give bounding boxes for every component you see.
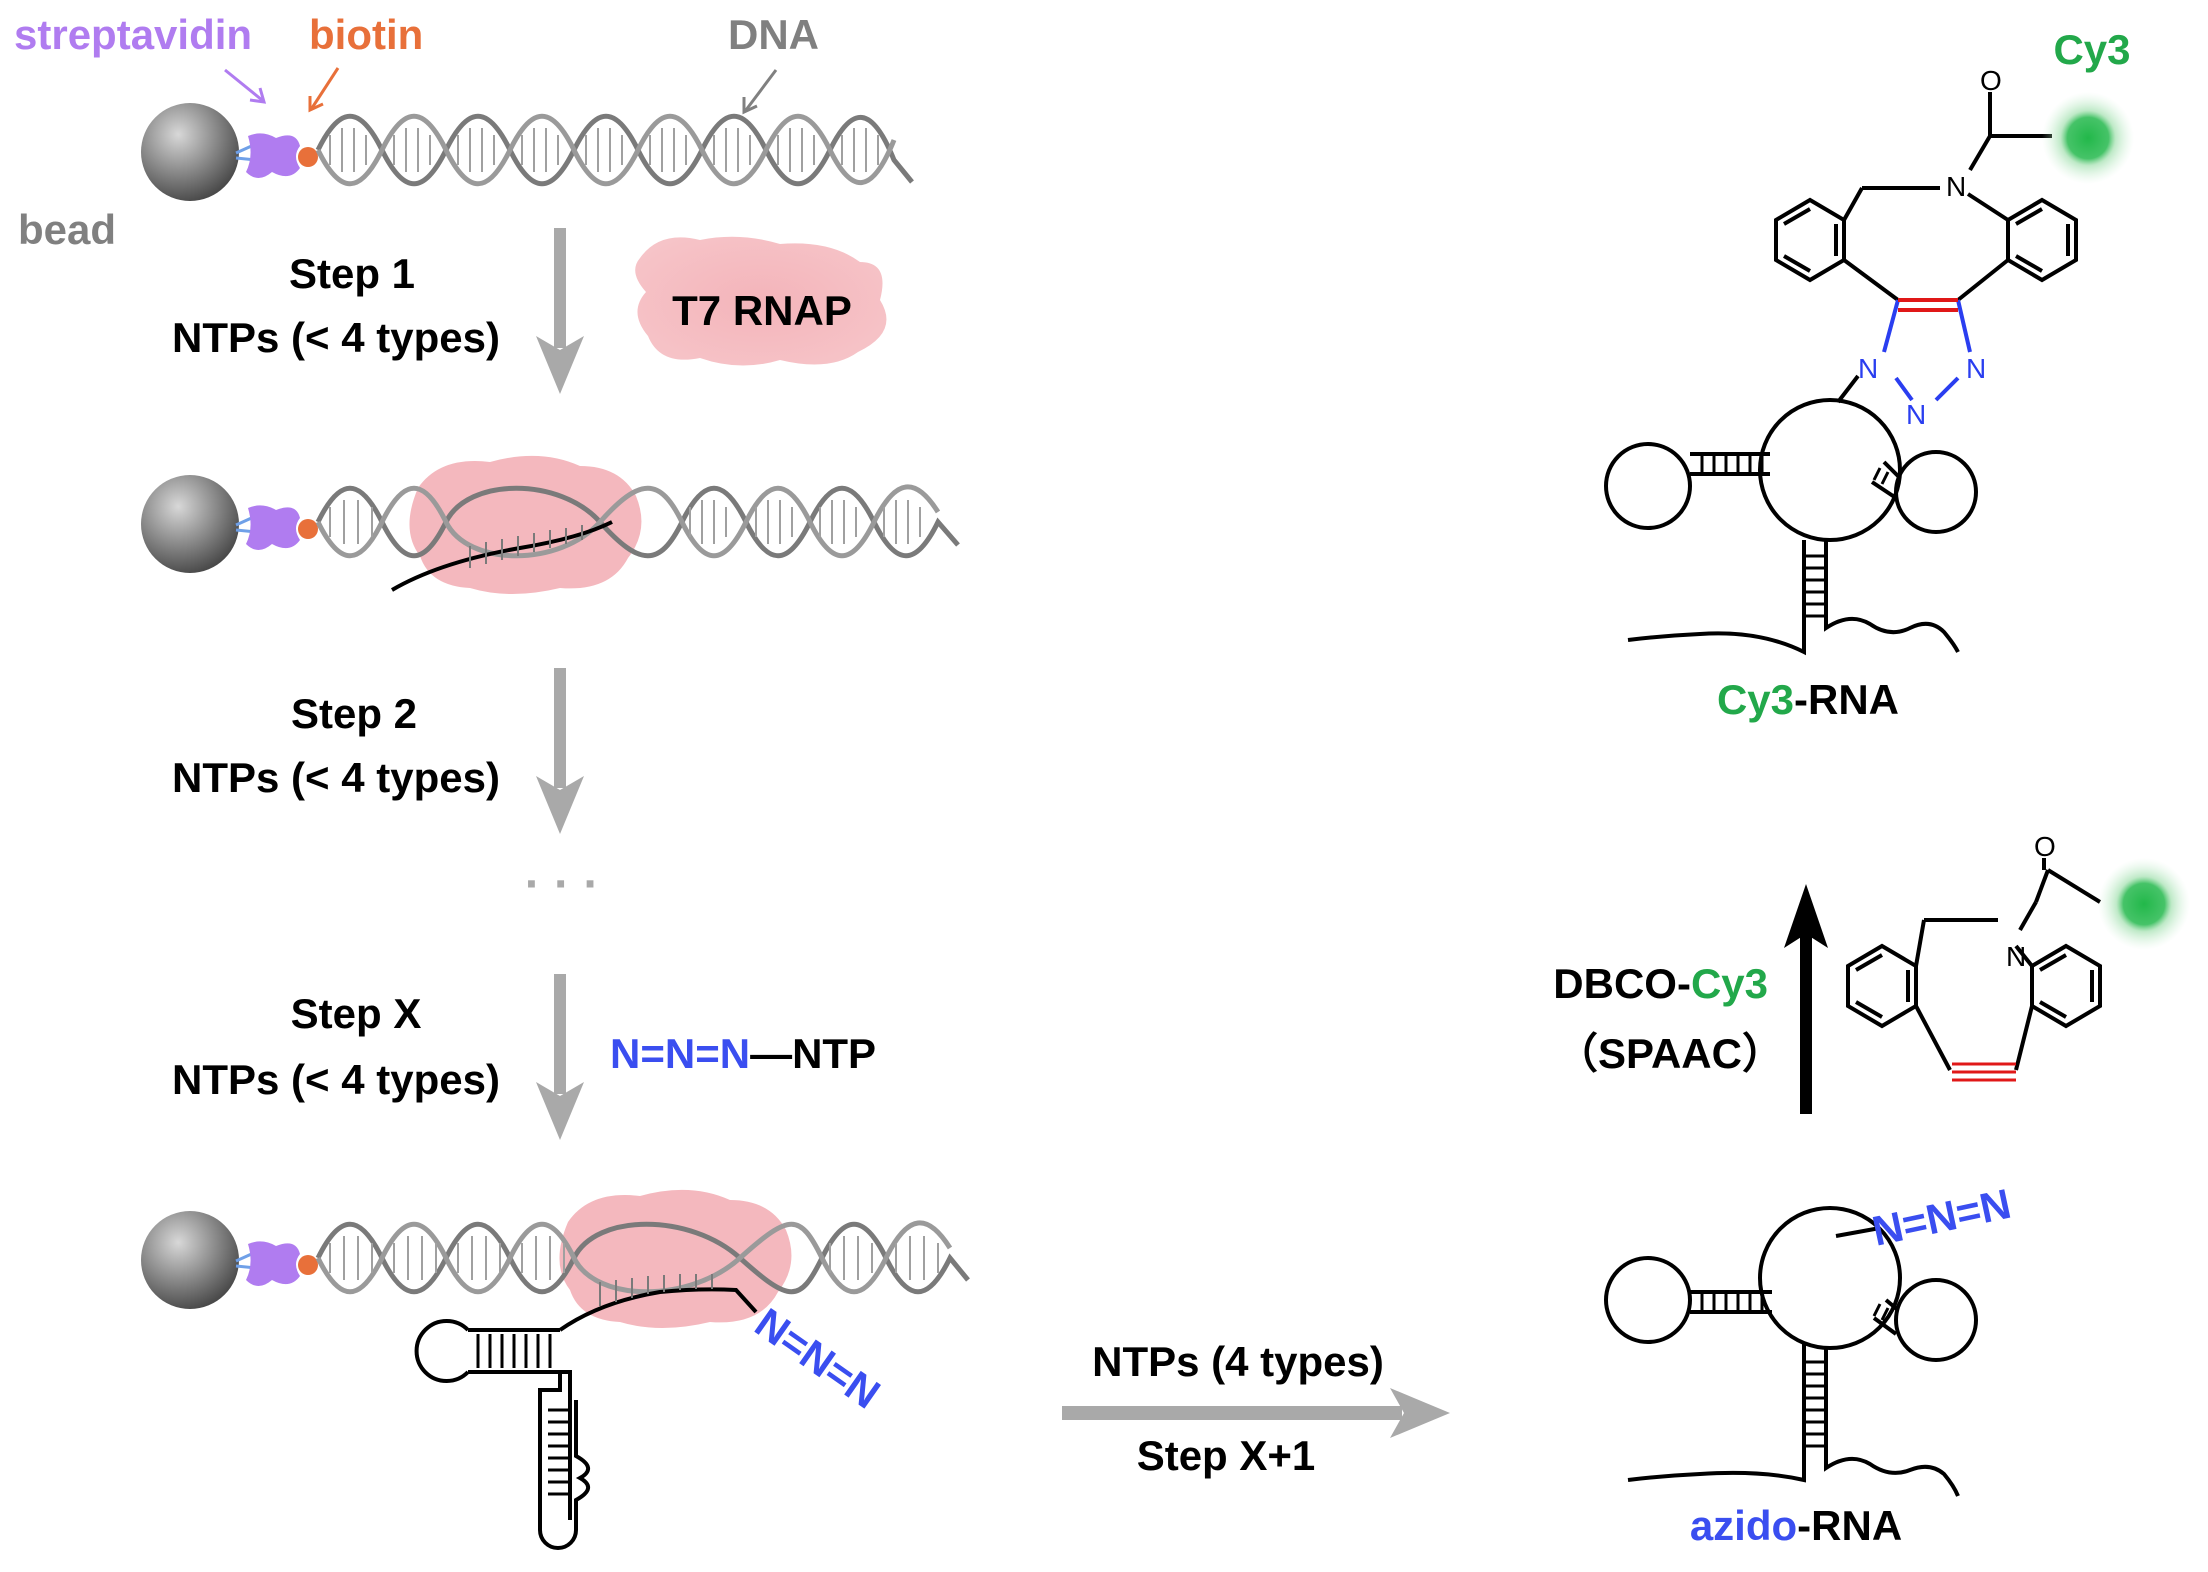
t7-rnap-label: T7 RNAP	[672, 287, 852, 334]
streptavidin-1	[235, 133, 300, 178]
step1-label: Step 1	[289, 250, 415, 297]
rna-transcript-3	[414, 1274, 758, 1550]
biotin-1	[298, 147, 318, 167]
dbco-cy3-dot	[2098, 858, 2190, 950]
cy3-rna-structure	[1604, 374, 1978, 656]
ellipsis: · · ·	[525, 858, 600, 911]
cy3-dot-top	[2042, 92, 2134, 184]
streptavidin-3	[235, 1241, 300, 1286]
cy3-triazole-dbco	[1774, 92, 2078, 302]
step-arrow-1	[536, 228, 584, 394]
step2-label: Step 2	[291, 690, 417, 737]
triazole-n3: N	[1966, 353, 1986, 384]
step-arrow-x	[536, 974, 584, 1140]
step2-ntp-label: NTPs (< 4 types)	[172, 754, 500, 801]
cy3-n-top: N	[1946, 171, 1966, 202]
dna-helix-2	[315, 484, 960, 559]
spaac-label: （SPAAC）	[1556, 1030, 1784, 1077]
biotin-label: biotin	[309, 11, 423, 58]
streptavidin-label: streptavidin	[14, 11, 252, 58]
dbco-label: DBCO-Cy3	[1553, 960, 1768, 1007]
stepx-label: Step X	[291, 990, 422, 1037]
step-arrow-x1	[1062, 1388, 1450, 1438]
construct-2	[141, 455, 960, 594]
dna-helix-3	[315, 1220, 970, 1295]
biotin-2	[298, 519, 318, 539]
construct-3	[141, 1189, 970, 1550]
stepx1-label: Step X+1	[1137, 1432, 1316, 1479]
polymerase-3	[559, 1189, 792, 1328]
bead-3	[141, 1211, 239, 1309]
azido-rna-label: azido-RNA	[1690, 1502, 1902, 1549]
cy3-o-top: O	[1980, 65, 2002, 96]
streptavidin-2	[235, 505, 300, 550]
triazole-n1: N	[1858, 353, 1878, 384]
cy3-rna-label: Cy3-RNA	[1717, 676, 1899, 723]
rna-transcript-2	[390, 520, 613, 592]
cy3-triazole-ring	[1882, 299, 1972, 402]
label-arrows-1	[224, 67, 778, 115]
construct-1	[141, 67, 914, 201]
azide-on-free-rna-label: N=N=N	[1868, 1180, 2015, 1255]
dbco-o-atom: O	[2034, 831, 2056, 862]
bead-1	[141, 103, 239, 201]
triazole-n2: N	[1906, 399, 1926, 430]
azido-rna-structure	[1604, 1206, 1978, 1497]
azide-ntp-label: N=N=N—NTP	[610, 1030, 876, 1077]
dna-helix-1	[315, 114, 914, 186]
bead-2	[141, 475, 239, 573]
dbco-cy3-structure	[1846, 858, 2102, 1071]
dbco-alkyne	[1952, 1062, 2016, 1082]
step1-ntp-label: NTPs (< 4 types)	[172, 314, 500, 361]
dna-label: DNA	[728, 11, 819, 58]
biotin-3	[298, 1255, 318, 1275]
stepx-ntp-label: NTPs (< 4 types)	[172, 1056, 500, 1103]
ntp4-label: NTPs (4 types)	[1092, 1338, 1384, 1385]
dbco-n-atom: N	[2006, 941, 2026, 972]
cy3-alkene	[1898, 298, 1958, 312]
azide-on-rna-label: N=N=N	[747, 1299, 889, 1418]
bead-label: bead	[18, 206, 116, 253]
step-arrow-2	[536, 668, 584, 834]
spaac-arrow	[1784, 884, 1828, 1114]
cy3-top-label: Cy3	[2053, 26, 2130, 73]
t7-rnap-blob	[635, 236, 887, 366]
